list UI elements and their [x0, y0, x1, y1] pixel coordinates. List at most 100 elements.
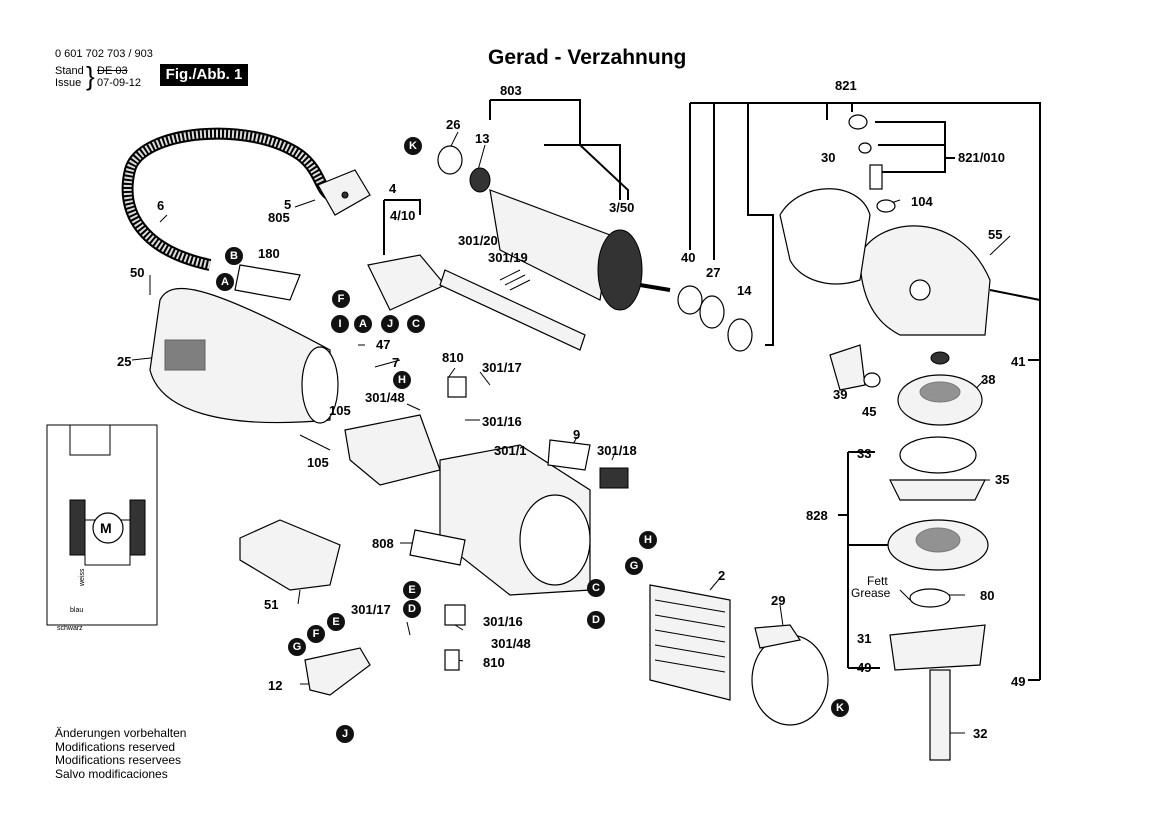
connector-d-brush: D	[403, 600, 421, 618]
switch-rod	[439, 269, 586, 351]
connector-f-handle: F	[307, 625, 325, 643]
field-coil	[649, 584, 731, 701]
connector-i-switch: I	[331, 315, 349, 333]
footer-line: Salvo modificaciones	[55, 766, 168, 781]
brace-glyph: }	[86, 61, 95, 91]
part-label: 3/50	[609, 200, 634, 215]
motor-housing-front	[439, 444, 591, 596]
issue-value: 07-09-12	[97, 77, 142, 89]
part-label: 7	[392, 355, 399, 370]
part-label: 821/010	[958, 150, 1005, 165]
part-label: 9	[573, 427, 580, 442]
part-label: 27	[706, 265, 720, 280]
part-label: 29	[771, 593, 785, 608]
cover-12	[304, 647, 371, 696]
part-label: 80	[980, 588, 994, 603]
part-label: 13	[475, 131, 489, 146]
part-label: 26	[446, 117, 460, 132]
svg-text:J: J	[342, 728, 348, 740]
part-labels: 803 821 26 13 30 821/010 6 4 4/10 3/50 1…	[117, 78, 1025, 741]
grease-label-en: Grease	[851, 586, 891, 600]
connector-f-switch: F	[332, 290, 350, 308]
svg-text:C: C	[592, 582, 600, 594]
part-label: 301/18	[597, 443, 637, 458]
doc-number: 0 601 702 703 / 903	[55, 48, 153, 60]
svg-text:G: G	[293, 641, 302, 653]
wiring-schematic	[46, 424, 158, 626]
part-label: 4	[389, 181, 397, 196]
svg-text:B: B	[230, 250, 238, 262]
part-label: 808	[372, 536, 394, 551]
part-label: 31	[857, 631, 871, 646]
part-label: 810	[442, 350, 464, 365]
part-label: 301/16	[483, 614, 523, 629]
svg-text:K: K	[409, 140, 417, 152]
svg-text:F: F	[313, 628, 320, 640]
part-label: 6	[157, 198, 164, 213]
part-label: 14	[737, 283, 752, 298]
part-label: 33	[857, 446, 871, 461]
svg-text:E: E	[408, 584, 415, 596]
svg-text:F: F	[338, 293, 345, 305]
part-label: 47	[376, 337, 390, 352]
power-cord	[121, 127, 334, 271]
bracket-lines	[383, 99, 1041, 681]
part-label: 50	[130, 265, 144, 280]
part-label: 821	[835, 78, 857, 93]
connector-k-top: K	[404, 137, 422, 155]
part-label: 12	[268, 678, 282, 693]
part-label: 301/19	[488, 250, 528, 265]
motor-symbol: M	[100, 520, 112, 536]
connector-g-handle: G	[288, 638, 306, 656]
end-cap-29	[751, 624, 829, 726]
armature	[437, 145, 671, 311]
part-label: 803	[500, 83, 522, 98]
part-label: 301/48	[491, 636, 531, 651]
part-label: 38	[981, 372, 995, 387]
footer-notes: Änderungen vorbehalten Modifications res…	[55, 726, 187, 781]
handle-51	[239, 519, 341, 591]
connector-c-switch: C	[407, 315, 425, 333]
svg-text:E: E	[332, 616, 339, 628]
part-label: 39	[833, 387, 847, 402]
guard-30	[779, 188, 871, 285]
connector-j-switch: J	[381, 315, 399, 333]
connector-h-coil: H	[639, 531, 657, 549]
part-label: 810	[483, 655, 505, 670]
connector-g-coil: G	[625, 557, 643, 575]
part-label: 180	[258, 246, 280, 261]
bearings-right	[677, 114, 896, 352]
svg-text:A: A	[359, 318, 367, 330]
footer-line: Modifications reservees	[55, 753, 182, 767]
connector-j-cover: J	[336, 725, 354, 743]
svg-text:D: D	[592, 614, 600, 626]
gears	[829, 344, 983, 426]
gear-housing	[859, 225, 991, 336]
footer-line: Änderungen vorbehalten	[55, 726, 187, 740]
part-label: 805	[268, 210, 290, 225]
part-label: 828	[806, 508, 828, 523]
part-label: 301/1	[494, 443, 527, 458]
part-label: 35	[995, 472, 1009, 487]
part-label: 49	[857, 660, 871, 675]
part-label: 55	[988, 227, 1002, 242]
part-label: 30	[821, 150, 835, 165]
brush-holders	[444, 376, 629, 671]
part-label: 301/48	[365, 390, 405, 405]
part-label: 104	[911, 194, 933, 209]
part-label: 2	[718, 568, 725, 583]
part-label: 49	[1011, 674, 1025, 689]
stand-value: DE 03	[97, 65, 128, 77]
part-label: 301/20	[458, 233, 498, 248]
part-label: 301/16	[482, 414, 522, 429]
svg-text:C: C	[412, 318, 420, 330]
connector-a-cord: A	[216, 273, 234, 291]
connector-e-handle: E	[327, 613, 345, 631]
wire-label-white: weiss	[79, 568, 86, 587]
part-label: 51	[264, 597, 278, 612]
motor-housing	[149, 287, 339, 424]
connector-b-cord: B	[225, 247, 243, 265]
part-label: 105	[307, 455, 329, 470]
stand-label: Stand	[55, 65, 84, 77]
part-label: 4/10	[390, 208, 415, 223]
